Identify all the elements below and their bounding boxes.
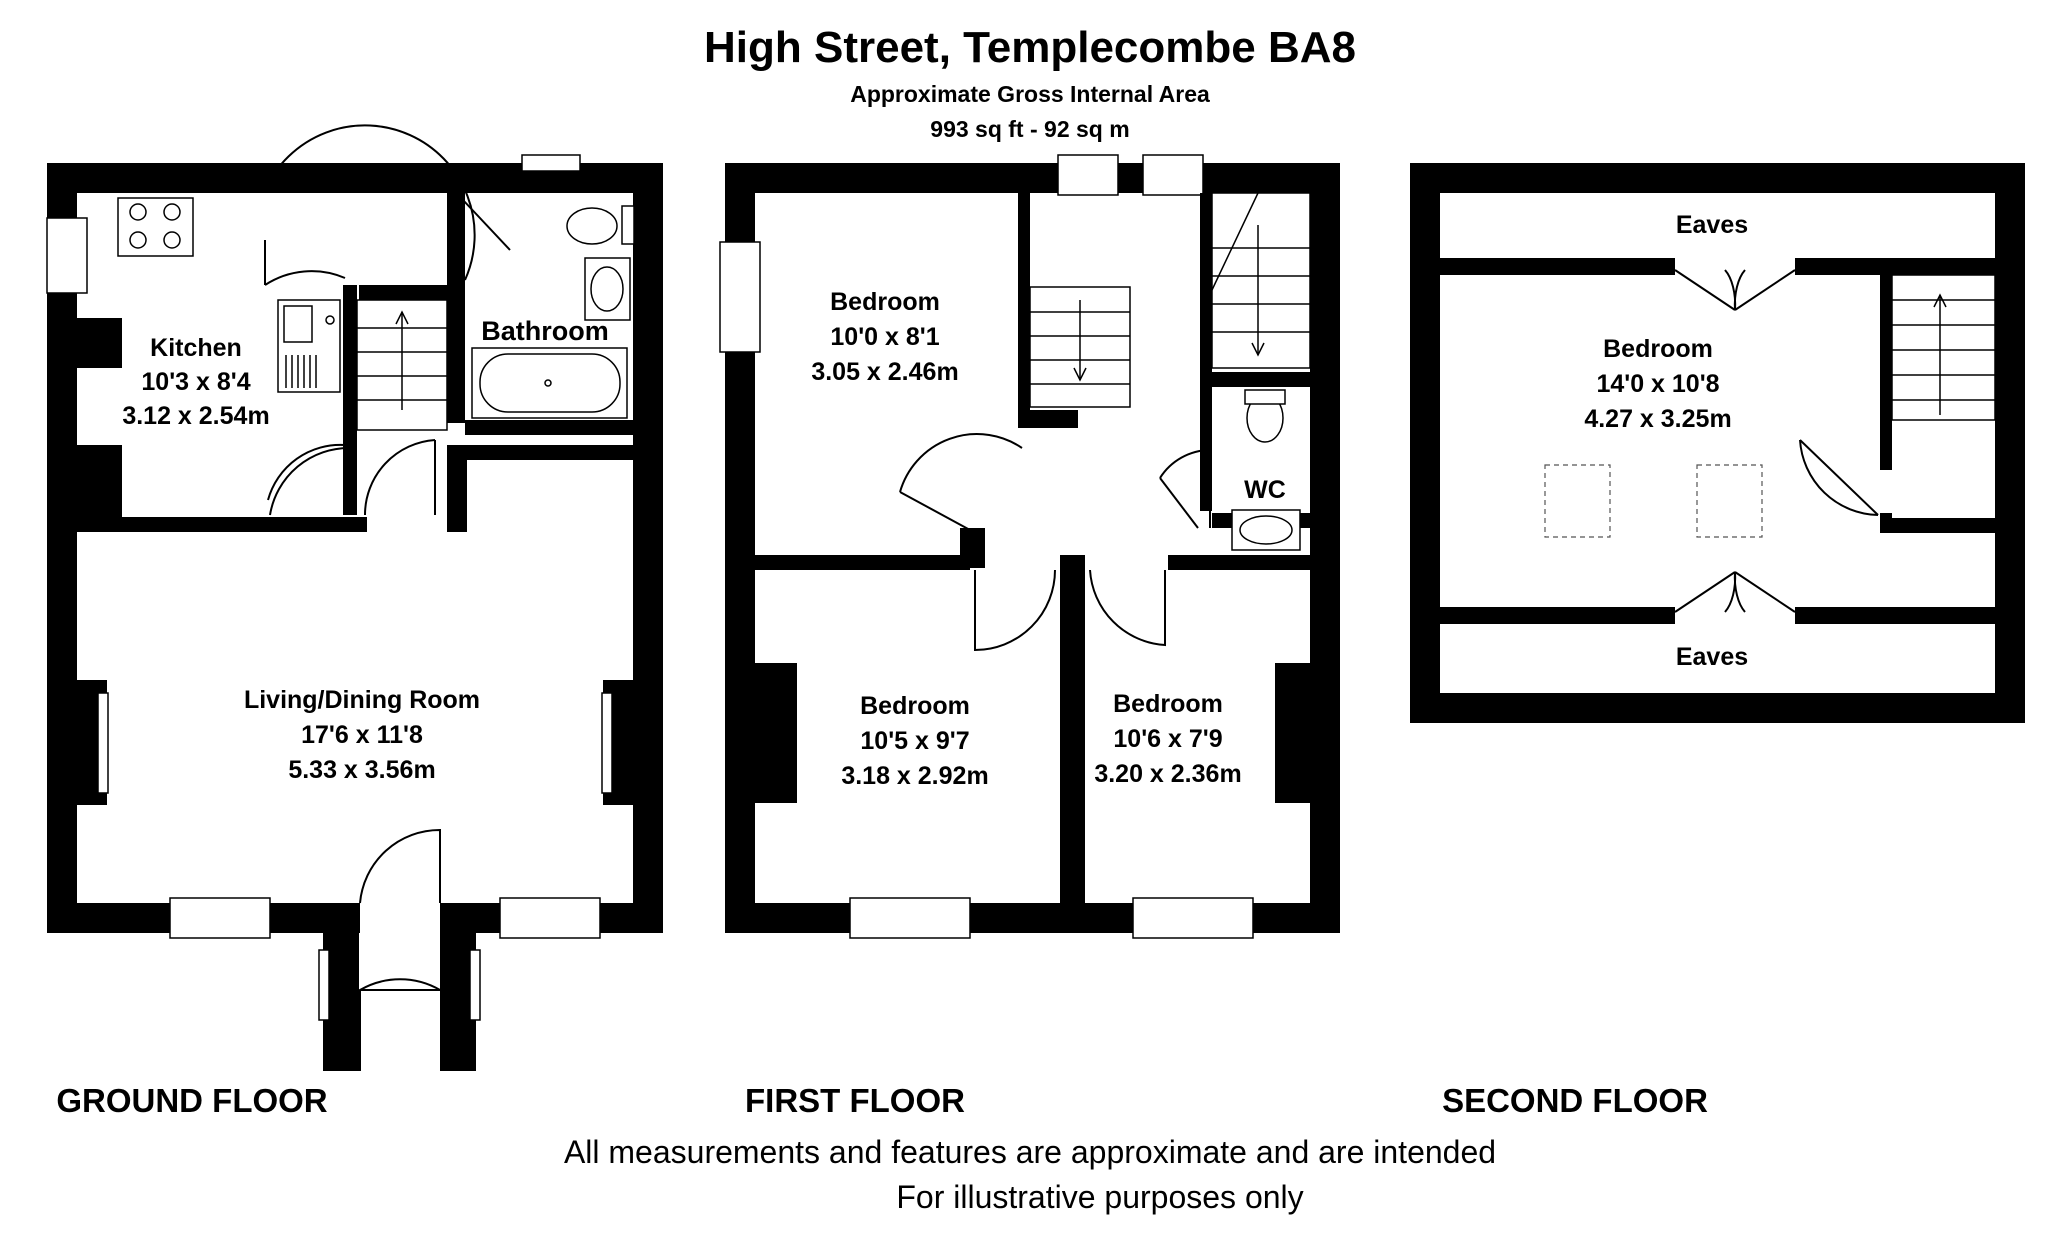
bedroom1-imperial: 10'0 x 8'1 <box>830 323 939 351</box>
second-floor-plan: Eaves Eaves Bedroom 14'0 x 10'8 4.27 x 3… <box>1410 163 2025 1119</box>
bedroom3-imperial: 10'6 x 7'9 <box>1113 725 1222 753</box>
first-floor-plan: Bedroom 10'0 x 8'1 3.05 x 2.46m WC Bedro… <box>719 154 1340 1119</box>
footer-disclaimer-line2: For illustrative purposes only <box>896 1179 1303 1215</box>
second-bedroom-imperial: 14'0 x 10'8 <box>1596 370 1719 398</box>
kitchen-name: Kitchen <box>150 334 242 362</box>
bedroom3-name: Bedroom <box>1113 690 1223 718</box>
ground-floor-plan: Kitchen 10'3 x 8'4 3.12 x 2.54m Bathroom… <box>46 124 663 1119</box>
kitchen-metric: 3.12 x 2.54m <box>122 402 269 430</box>
plan-subtitle: Approximate Gross Internal Area <box>850 81 1210 107</box>
bedroom1-name: Bedroom <box>830 288 940 316</box>
eaves-top-name: Eaves <box>1676 211 1748 239</box>
second-bedroom-metric: 4.27 x 3.25m <box>1584 405 1731 433</box>
living-imperial: 17'6 x 11'8 <box>301 721 423 749</box>
kitchen-imperial: 10'3 x 8'4 <box>141 368 250 396</box>
living-name: Living/Dining Room <box>244 686 480 714</box>
eaves-bottom-name: Eaves <box>1676 643 1748 671</box>
plan-area: 993 sq ft - 92 sq m <box>930 116 1129 142</box>
plan-title: High Street, Templecombe BA8 <box>704 23 1356 72</box>
bedroom2-imperial: 10'5 x 9'7 <box>860 727 969 755</box>
second-floor-label: SECOND FLOOR <box>1442 1082 1708 1119</box>
bathroom-name: Bathroom <box>481 316 609 346</box>
first-floor-label: FIRST FLOOR <box>745 1082 965 1119</box>
bedroom2-metric: 3.18 x 2.92m <box>841 762 988 790</box>
bedroom1-metric: 3.05 x 2.46m <box>811 358 958 386</box>
wc-name: WC <box>1244 476 1286 504</box>
bedroom2-name: Bedroom <box>860 692 970 720</box>
ground-floor-label: GROUND FLOOR <box>56 1082 327 1119</box>
second-bedroom-name: Bedroom <box>1603 335 1713 363</box>
footer-disclaimer-line1: All measurements and features are approx… <box>564 1134 1496 1170</box>
bedroom3-metric: 3.20 x 2.36m <box>1094 760 1241 788</box>
living-metric: 5.33 x 3.56m <box>288 756 435 784</box>
